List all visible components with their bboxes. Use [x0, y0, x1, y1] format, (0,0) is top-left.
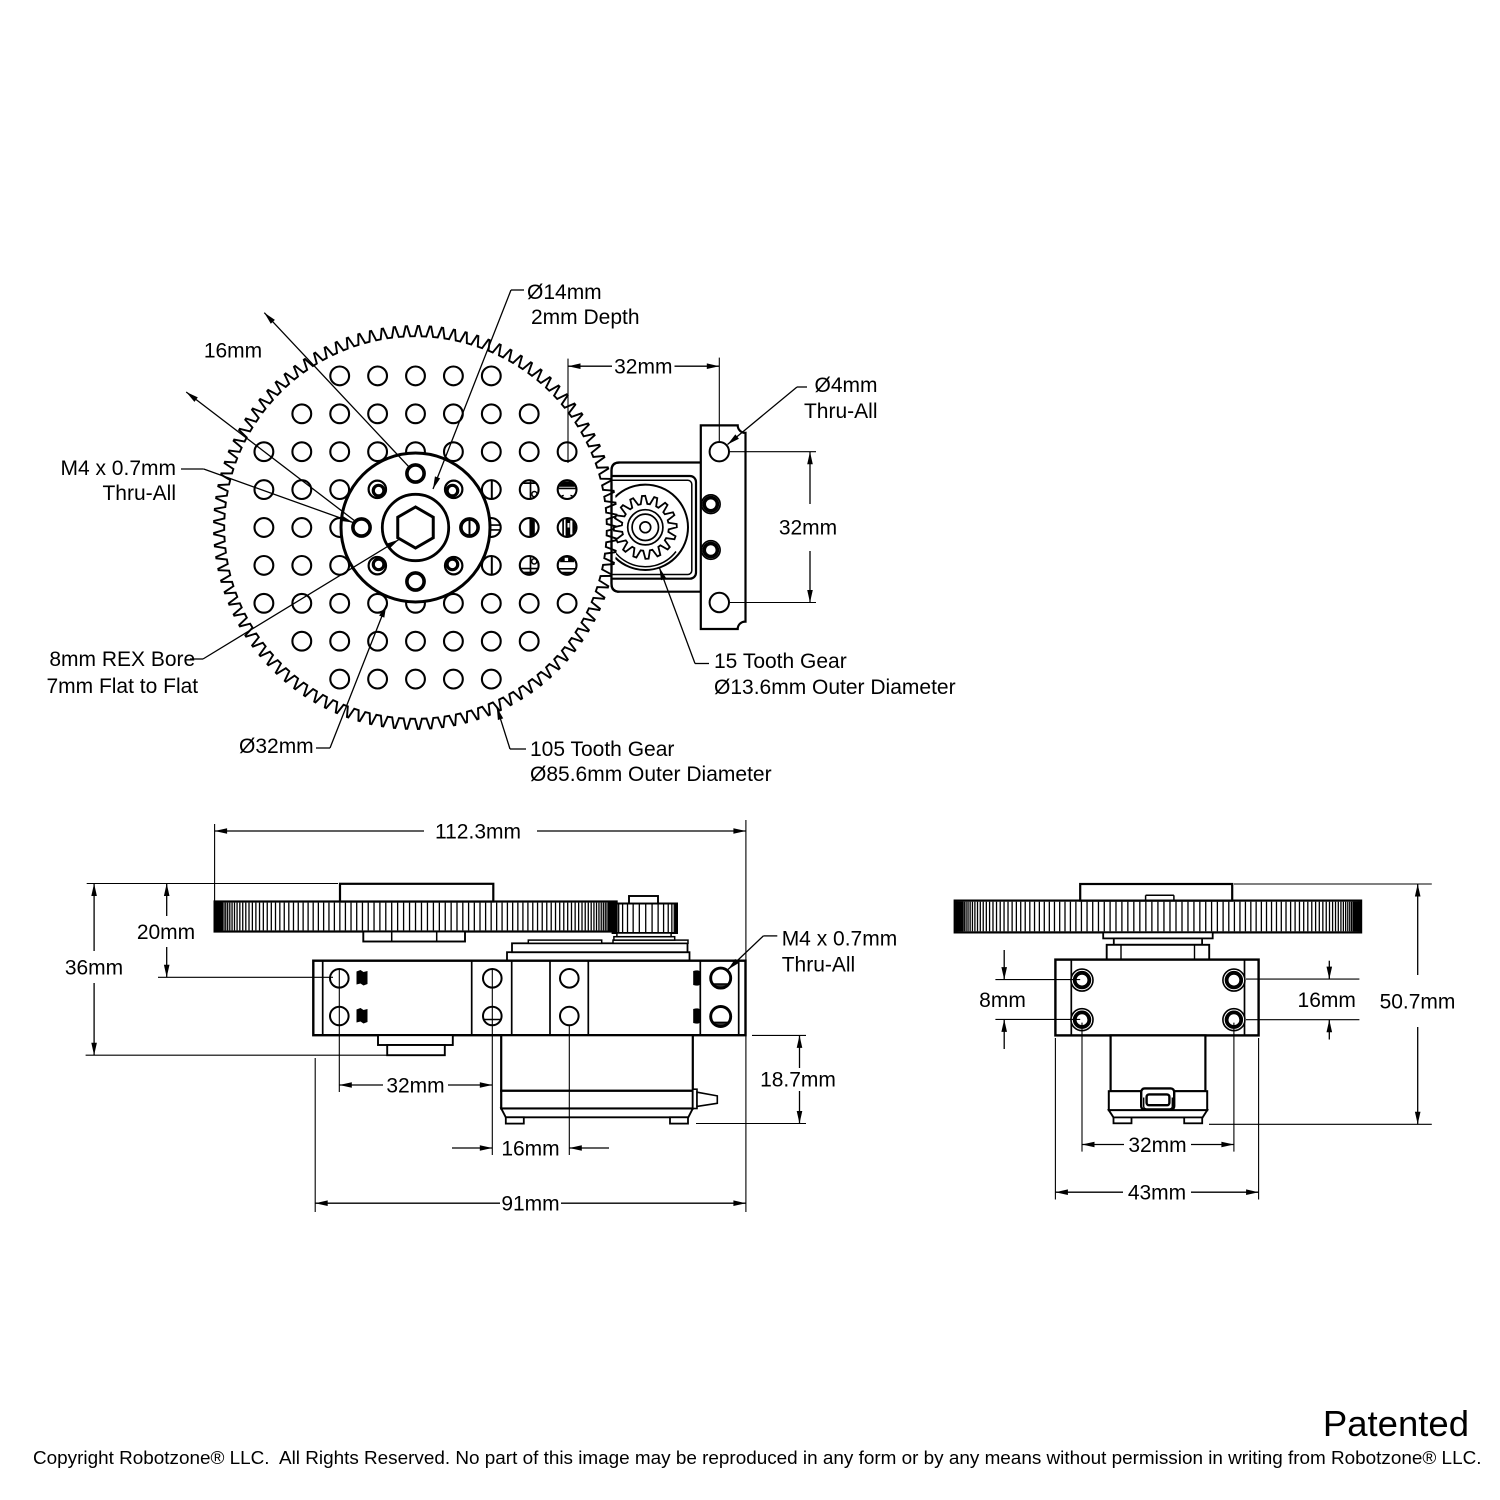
- svg-text:Thru-All: Thru-All: [804, 400, 878, 423]
- svg-text:32mm: 32mm: [1128, 1134, 1186, 1157]
- svg-text:36mm: 36mm: [65, 957, 123, 980]
- svg-text:2mm Depth: 2mm Depth: [531, 306, 640, 329]
- svg-text:112.3mm: 112.3mm: [435, 821, 521, 844]
- svg-text:Thru-All: Thru-All: [782, 954, 856, 977]
- svg-text:8mm: 8mm: [979, 989, 1026, 1012]
- svg-text:Copyright Robotzone® LLC. All: Copyright Robotzone® LLC. All Rights Res…: [33, 1448, 1481, 1469]
- svg-text:7mm Flat to Flat: 7mm Flat to Flat: [46, 675, 198, 698]
- svg-text:Ø13.6mm Outer Diameter: Ø13.6mm Outer Diameter: [714, 676, 956, 699]
- svg-text:M4 x 0.7mm: M4 x 0.7mm: [60, 457, 176, 480]
- svg-text:32mm: 32mm: [386, 1075, 444, 1098]
- svg-text:32mm: 32mm: [614, 356, 672, 379]
- svg-text:105 Tooth Gear: 105 Tooth Gear: [530, 738, 674, 761]
- svg-text:50.7mm: 50.7mm: [1380, 991, 1456, 1014]
- svg-text:16mm: 16mm: [1298, 989, 1356, 1012]
- svg-text:43mm: 43mm: [1128, 1182, 1186, 1205]
- svg-text:15 Tooth Gear: 15 Tooth Gear: [714, 650, 847, 673]
- svg-text:M4 x 0.7mm: M4 x 0.7mm: [782, 928, 898, 951]
- svg-text:91mm: 91mm: [501, 1193, 559, 1216]
- svg-text:Patented: Patented: [1323, 1403, 1469, 1444]
- svg-text:32mm: 32mm: [779, 517, 837, 540]
- svg-text:20mm: 20mm: [137, 921, 195, 944]
- svg-text:Ø85.6mm Outer Diameter: Ø85.6mm Outer Diameter: [530, 763, 772, 786]
- svg-text:Ø14mm: Ø14mm: [527, 281, 602, 304]
- svg-text:Thru-All: Thru-All: [102, 482, 176, 505]
- svg-text:16mm: 16mm: [501, 1138, 559, 1161]
- svg-text:Ø32mm: Ø32mm: [239, 735, 314, 758]
- svg-text:16mm: 16mm: [204, 340, 262, 363]
- svg-text:Ø4mm: Ø4mm: [815, 374, 878, 397]
- svg-text:8mm REX Bore: 8mm REX Bore: [49, 648, 195, 671]
- svg-text:18.7mm: 18.7mm: [760, 1069, 836, 1092]
